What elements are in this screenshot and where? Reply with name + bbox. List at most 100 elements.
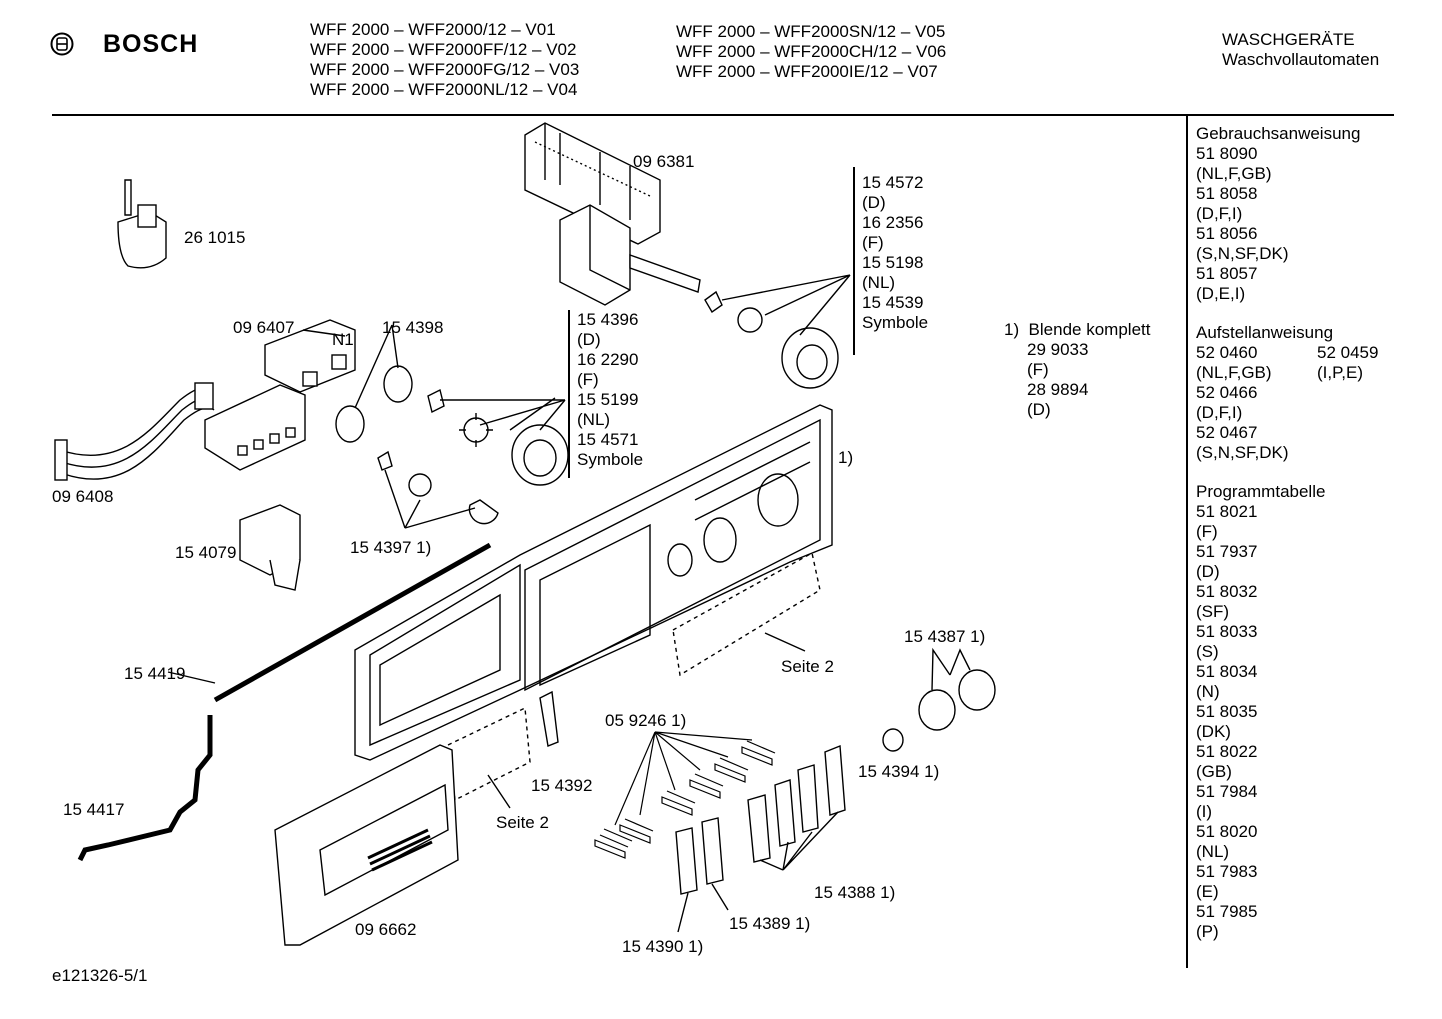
group-line: (F) bbox=[862, 233, 884, 252]
sidebar-line: 52 0459 bbox=[1317, 343, 1379, 362]
sidebar-line: (S,N,SF,DK) bbox=[1196, 244, 1289, 263]
sidebar-line: (N) bbox=[1196, 682, 1220, 701]
label-059246: 05 9246 1) bbox=[605, 711, 687, 730]
sidebar-line: 51 8058 bbox=[1196, 184, 1258, 203]
label-096407: 09 6407 bbox=[233, 318, 295, 337]
sidebar-line: (D,F,I) bbox=[1196, 403, 1243, 422]
group-line: (NL) bbox=[577, 410, 611, 429]
sidebar-line: 51 8034 bbox=[1196, 662, 1258, 681]
control-panel-part bbox=[354, 404, 833, 761]
sidebar-line: 51 8056 bbox=[1196, 224, 1258, 243]
sidebar-heading: Aufstellanweisung bbox=[1196, 323, 1334, 342]
group-line: Symbole bbox=[862, 313, 929, 332]
blende-list: 29 9033 (F) 28 9894 (D) bbox=[1027, 340, 1088, 420]
sidebar-line: 52 0466 bbox=[1196, 383, 1258, 402]
model-line: WFF 2000 – WFF2000FG/12 – V03 bbox=[310, 60, 580, 79]
sidebar-line: (S) bbox=[1196, 642, 1219, 661]
sidebar-aufstellanweisung-b: 52 0459 (I,P,E) bbox=[1317, 343, 1378, 383]
label-154419: 15 4419 bbox=[124, 664, 186, 683]
label-154387: 15 4387 1) bbox=[904, 627, 986, 646]
group-line: (F) bbox=[577, 370, 599, 389]
label-096381: 09 6381 bbox=[633, 152, 695, 171]
sidebar-line: (NL,F,GB) bbox=[1196, 164, 1272, 183]
knob-part-154394 bbox=[882, 728, 904, 752]
label-154079: 15 4079 bbox=[175, 543, 237, 562]
group-line: Symbole bbox=[577, 450, 644, 469]
sidebar-line: (P) bbox=[1196, 922, 1219, 941]
levers-part-154390 bbox=[675, 817, 729, 933]
sidebar-line: (GB) bbox=[1196, 762, 1232, 781]
sidebar-line: (DK) bbox=[1196, 722, 1231, 741]
category-line-2: Waschvollautomaten bbox=[1222, 50, 1380, 69]
group-line: 16 2290 bbox=[577, 350, 639, 369]
knobs-part-154387 bbox=[918, 647, 996, 731]
model-line: WFF 2000 – WFF2000FF/12 – V02 bbox=[310, 40, 577, 59]
ribbon-cable-part-096408 bbox=[54, 382, 215, 481]
label-N1: N1 bbox=[332, 330, 354, 349]
blende-line: (D) bbox=[1027, 400, 1051, 419]
light-guide-part-154392 bbox=[539, 690, 559, 747]
switch-part-154079 bbox=[239, 504, 301, 591]
connector-part-261015 bbox=[117, 179, 167, 269]
label-154394: 15 4394 1) bbox=[858, 762, 940, 781]
sidebar-divider bbox=[1186, 116, 1188, 968]
sidebar-line: 51 8020 bbox=[1196, 822, 1258, 841]
label-261015: 26 1015 bbox=[184, 228, 246, 247]
sidebar-line: (SF) bbox=[1196, 602, 1230, 621]
label-154390: 15 4390 1) bbox=[622, 937, 704, 956]
footer-code: e121326-5/1 bbox=[52, 966, 148, 985]
label-096408: 09 6408 bbox=[52, 487, 114, 506]
leader-lines bbox=[167, 329, 806, 809]
model-line: WFF 2000 – WFF2000SN/12 – V05 bbox=[676, 22, 946, 41]
group-line: (D) bbox=[577, 330, 601, 349]
sidebar-line: (D) bbox=[1196, 562, 1220, 581]
blende-line: (F) bbox=[1027, 360, 1049, 379]
group-line: (D) bbox=[862, 193, 886, 212]
group-line: 15 5198 bbox=[862, 253, 924, 272]
sidebar-line: (E) bbox=[1196, 882, 1219, 901]
sidebar-programmtabelle: Programmtabelle 51 8021 (F) 51 7937 (D) … bbox=[1196, 482, 1325, 942]
sidebar-line: 51 8021 bbox=[1196, 502, 1258, 521]
springs-part-059246 bbox=[594, 731, 776, 859]
sidebar-line: 52 0460 bbox=[1196, 343, 1258, 362]
model-list-1: WFF 2000 – WFF2000/12 – V01 WFF 2000 – W… bbox=[310, 20, 579, 100]
group-line: 15 4396 bbox=[577, 310, 639, 329]
group-line: 16 2356 bbox=[862, 213, 924, 232]
sidebar-line: (NL) bbox=[1196, 842, 1230, 861]
header-divider bbox=[52, 114, 1394, 116]
sidebar-line: (F) bbox=[1196, 522, 1218, 541]
bosch-logo-icon bbox=[50, 32, 74, 56]
label-154388: 15 4388 1) bbox=[814, 883, 896, 902]
group-line: 15 4539 bbox=[862, 293, 924, 312]
sidebar-line: 51 7937 bbox=[1196, 542, 1258, 561]
sidebar-line: (D,F,I) bbox=[1196, 204, 1243, 223]
sidebar-line: 51 8090 bbox=[1196, 144, 1258, 163]
sidebar-line: 51 8032 bbox=[1196, 582, 1258, 601]
drawer-front-part-096662 bbox=[274, 744, 459, 946]
sidebar-line: 51 8035 bbox=[1196, 702, 1258, 721]
control-module-part-096381 bbox=[524, 122, 701, 306]
label-154398: 15 4398 bbox=[382, 318, 444, 337]
group-line: 15 4572 bbox=[862, 173, 924, 192]
levers-part-154388 bbox=[747, 744, 846, 871]
sidebar-gebrauchsanweisung: Gebrauchsanweisung 51 8090 (NL,F,GB) 51 … bbox=[1196, 124, 1360, 304]
sidebar-line: 51 8057 bbox=[1196, 264, 1258, 283]
part-group-right: 15 4572 (D) 16 2356 (F) 15 5198 (NL) 15 … bbox=[862, 173, 928, 333]
blende-title: 1) Blende komplett bbox=[1004, 320, 1151, 339]
seal-part-154417 bbox=[77, 715, 213, 862]
label-096662: 09 6662 bbox=[355, 920, 417, 939]
label-seite2-right: Seite 2 bbox=[781, 657, 834, 676]
seal-part-154419 bbox=[213, 542, 492, 703]
sidebar-line: 51 8033 bbox=[1196, 622, 1258, 641]
model-line: WFF 2000 – WFF2000IE/12 – V07 bbox=[676, 62, 938, 81]
sidebar-line: 51 7985 bbox=[1196, 902, 1258, 921]
sidebar-line: 52 0467 bbox=[1196, 423, 1258, 442]
blende-line: 29 9033 bbox=[1027, 340, 1089, 359]
label-footnote-marker: 1) bbox=[838, 448, 854, 467]
label-154389: 15 4389 1) bbox=[729, 914, 811, 933]
model-line: WFF 2000 – WFF2000/12 – V01 bbox=[310, 20, 556, 39]
label-154417: 15 4417 bbox=[63, 800, 125, 819]
sidebar-line: (NL,F,GB) bbox=[1196, 363, 1272, 382]
sidebar-aufstellanweisung: Aufstellanweisung 52 0460 (NL,F,GB) 52 0… bbox=[1196, 323, 1333, 463]
